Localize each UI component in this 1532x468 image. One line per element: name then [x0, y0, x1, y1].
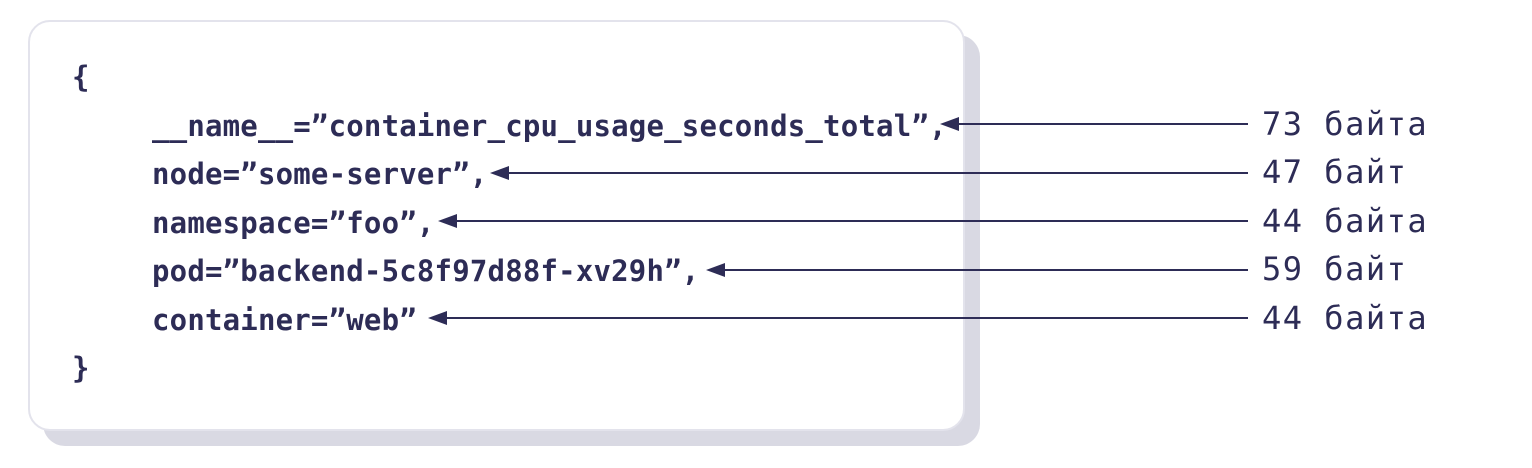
code-line-node: node=”some-server”, — [152, 157, 488, 191]
annotation-arrow-node — [490, 165, 1248, 180]
arrow-left-icon — [490, 165, 509, 180]
arrow-left-icon — [940, 117, 959, 131]
byte-size-label-container: 44 байта — [1262, 298, 1429, 337]
arrow-line — [509, 171, 1248, 174]
arrow-left-icon — [438, 214, 457, 228]
byte-size-label-node: 47 байт — [1262, 153, 1408, 192]
annotation-arrow-container — [428, 311, 1248, 325]
byte-size-label-pod: 59 байт — [1262, 250, 1408, 289]
arrow-left-icon — [706, 262, 725, 277]
arrow-line — [457, 220, 1248, 222]
code-card: { __name__=”container_cpu_usage_seconds_… — [28, 20, 965, 431]
annotation-arrow-namespace — [438, 214, 1248, 228]
code-line-open-brace: { — [72, 60, 90, 94]
code-line-pod: pod=”backend-5c8f97d88f-xv29h”, — [152, 254, 700, 288]
arrow-line — [447, 317, 1248, 319]
code-line-close-brace: } — [72, 351, 90, 385]
arrow-line — [959, 123, 1248, 125]
byte-size-label-namespace: 44 байта — [1262, 201, 1429, 240]
byte-size-label-name: 73 байта — [1262, 104, 1429, 143]
code-line-name: __name__=”container_cpu_usage_seconds_to… — [152, 108, 947, 143]
arrow-line — [725, 268, 1248, 271]
annotation-arrow-name — [940, 117, 1248, 131]
arrow-left-icon — [428, 311, 447, 325]
code-block: { __name__=”container_cpu_usage_seconds_… — [72, 53, 947, 393]
annotation-arrow-pod — [706, 262, 1248, 277]
code-line-namespace: namespace=”foo”, — [152, 205, 435, 240]
code-line-container: container=”web” — [152, 302, 417, 337]
